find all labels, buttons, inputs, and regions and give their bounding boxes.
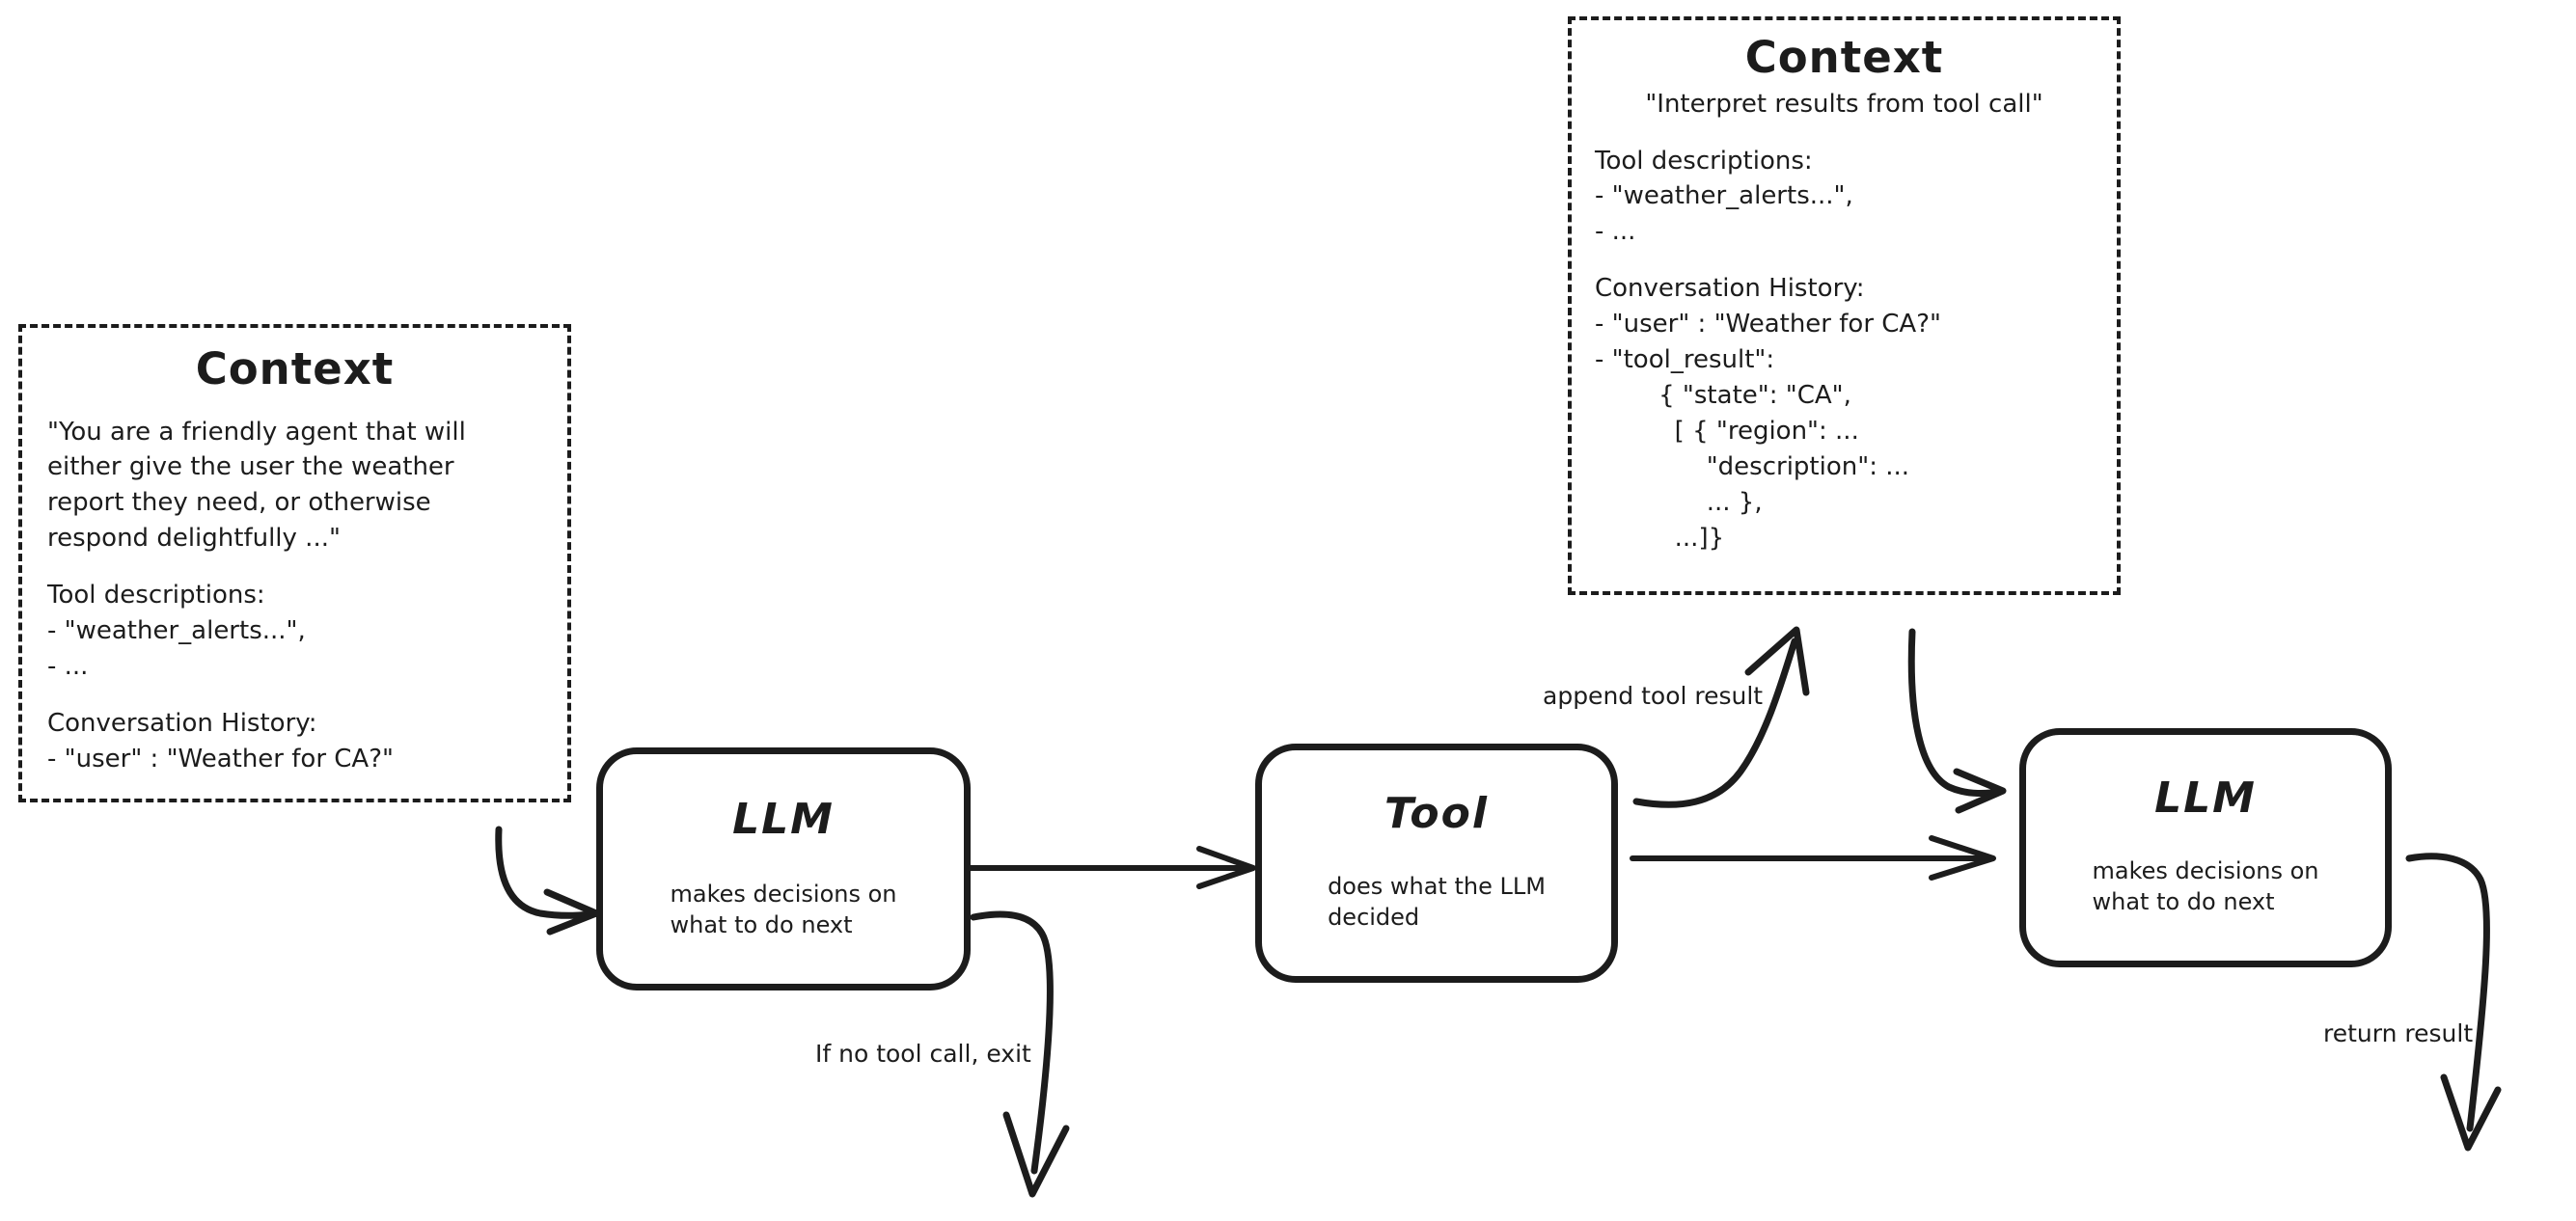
spacer bbox=[1595, 250, 2094, 271]
node-tool[interactable]: Tool does what the LLM decided bbox=[1255, 744, 1618, 983]
context-left-system-prompt: "You are a friendly agent that will eith… bbox=[47, 417, 466, 554]
context-box-left: Context "You are a friendly agent that w… bbox=[18, 324, 571, 802]
edge-label-return-result: return result bbox=[2323, 1019, 2474, 1047]
arrow-llm-first-to-tool bbox=[968, 846, 1256, 889]
context-right-tool-descriptions: Tool descriptions: - "weather_alerts..."… bbox=[1595, 146, 1853, 247]
node-llm-second-title: LLM bbox=[2154, 773, 2257, 823]
context-right-tool-result: - "tool_result": { "state": "CA", [ { "r… bbox=[1595, 345, 1910, 553]
edge-label-append-tool-result: append tool result bbox=[1543, 682, 1764, 710]
context-right-subtitle: "Interpret results from tool call" bbox=[1645, 89, 2043, 119]
arrow-tool-to-context-right bbox=[1632, 626, 1810, 808]
arrow-context-right-to-llm-second bbox=[1907, 628, 2007, 814]
node-llm-first[interactable]: LLM makes decisions on what to do next bbox=[596, 747, 971, 990]
node-llm-first-title: LLM bbox=[732, 795, 835, 844]
arrow-tool-to-llm-second bbox=[1630, 835, 1996, 881]
context-left-tool-descriptions: Tool descriptions: - "weather_alerts..."… bbox=[47, 581, 306, 681]
spacer bbox=[47, 556, 542, 578]
node-llm-second[interactable]: LLM makes decisions on what to do next bbox=[2019, 728, 2392, 967]
node-llm-second-subtitle: makes decisions on what to do next bbox=[2092, 857, 2319, 916]
edge-label-if-no-tool-call-exit: If no tool call, exit bbox=[815, 1040, 1031, 1068]
context-left-title: Context bbox=[195, 343, 395, 394]
arrow-context-left-to-llm-first bbox=[495, 826, 602, 936]
context-left-conversation-history: Conversation History: - "user" : "Weathe… bbox=[47, 708, 394, 773]
context-right-conversation-history: Conversation History: - "user" : "Weathe… bbox=[1595, 274, 1941, 339]
node-llm-first-subtitle: makes decisions on what to do next bbox=[670, 881, 897, 939]
spacer bbox=[47, 685, 542, 706]
node-tool-title: Tool bbox=[1384, 789, 1489, 838]
context-right-title: Context bbox=[1744, 32, 1944, 83]
arrow-llm-second-return bbox=[2405, 853, 2502, 1152]
context-box-right: Context "Interpret results from tool cal… bbox=[1568, 16, 2121, 595]
node-tool-subtitle: does what the LLM decided bbox=[1328, 873, 1546, 932]
